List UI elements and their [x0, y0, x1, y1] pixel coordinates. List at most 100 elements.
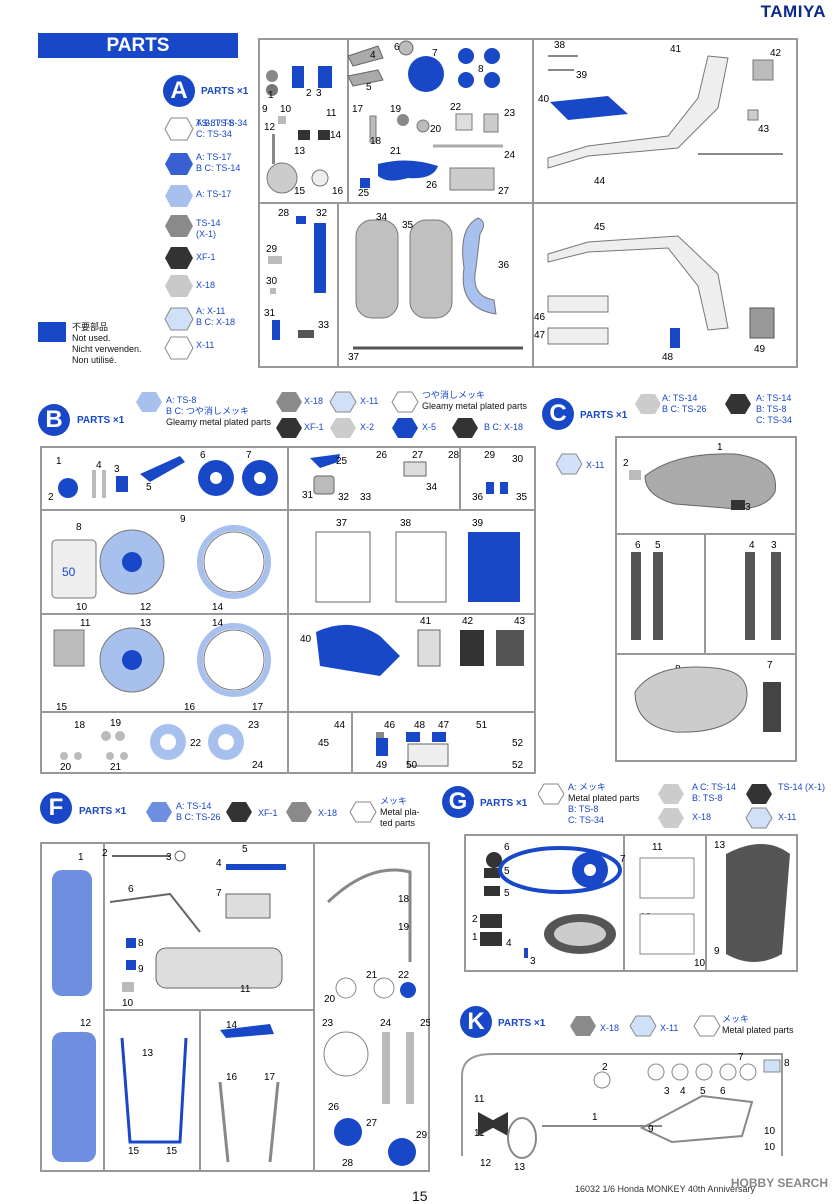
svg-text:7: 7 [767, 660, 773, 671]
svg-text:29: 29 [416, 1130, 428, 1141]
svg-text:3: 3 [316, 88, 322, 99]
svg-text:4: 4 [680, 1086, 686, 1097]
legend-g-0-c: B: TS-8 [568, 804, 599, 814]
svg-text:3: 3 [664, 1086, 670, 1097]
legend-b-0-a: A: TS-8 [166, 395, 197, 405]
legend-c-0-a: A: TS-14 [662, 393, 698, 403]
svg-text:18: 18 [370, 136, 382, 147]
svg-text:17: 17 [352, 104, 364, 115]
svg-text:23: 23 [248, 720, 260, 731]
svg-text:24: 24 [504, 150, 516, 161]
svg-text:21: 21 [366, 970, 378, 981]
svg-text:6: 6 [635, 540, 641, 551]
legend-a-row-5: X-18 [196, 280, 216, 290]
svg-text:10: 10 [694, 958, 706, 969]
brand-logo: TAMIYA [760, 2, 826, 21]
svg-text:36: 36 [472, 492, 484, 503]
svg-text:27: 27 [366, 1118, 378, 1129]
legend-a-row-4: XF-1 [196, 252, 216, 262]
section-letter-b: B [38, 404, 70, 436]
svg-text:5: 5 [504, 888, 510, 899]
legend-f-0-b: B C: TS-26 [176, 812, 221, 822]
svg-text:2: 2 [102, 848, 108, 859]
svg-text:12: 12 [264, 122, 276, 133]
legend-a-row-7: X-11 [196, 340, 215, 350]
legend-f-2: X-18 [318, 808, 338, 818]
svg-text:3: 3 [771, 540, 777, 551]
svg-text:38: 38 [554, 40, 566, 51]
legend-b-0-c: Gleamy metal plated parts [166, 417, 272, 427]
svg-text:1: 1 [592, 1112, 598, 1123]
svg-text:9: 9 [714, 946, 720, 957]
svg-text:17: 17 [264, 1072, 276, 1083]
svg-text:11: 11 [652, 842, 663, 853]
svg-text:19: 19 [390, 104, 402, 115]
svg-text:22: 22 [190, 738, 202, 749]
legend-b-5: XF-1 [304, 422, 324, 432]
svg-text:15: 15 [128, 1146, 140, 1157]
section-letter-g: G [442, 786, 474, 818]
sprue-g: 6 55 7 21 3 4 11 12 109 13 [464, 834, 798, 972]
section-letter-f: F [40, 792, 72, 824]
svg-text:52: 52 [512, 760, 524, 771]
svg-text:34: 34 [426, 482, 438, 493]
svg-text:43: 43 [514, 616, 526, 627]
svg-text:46: 46 [384, 720, 396, 731]
section-a-title: PARTS ×1 [201, 86, 249, 97]
svg-text:36: 36 [498, 260, 510, 271]
page-number: 15 [412, 1188, 428, 1204]
legend-b-0-b: B C: つや消しメッキ [166, 406, 250, 416]
svg-text:23: 23 [322, 1018, 334, 1029]
svg-text:35: 35 [516, 492, 528, 503]
legend-f-1: XF-1 [258, 808, 278, 818]
section-k-title: PARTS ×1 [498, 1018, 546, 1029]
svg-text:48: 48 [662, 352, 674, 363]
section-letter-k: K [460, 1006, 492, 1038]
svg-text:44: 44 [334, 720, 346, 731]
svg-text:47: 47 [534, 330, 546, 341]
svg-text:45: 45 [594, 222, 606, 233]
svg-text:42: 42 [770, 48, 782, 59]
svg-text:14: 14 [212, 602, 224, 613]
svg-text:49: 49 [754, 344, 766, 355]
svg-text:7: 7 [620, 854, 626, 865]
svg-text:43: 43 [758, 124, 770, 135]
unused-swatch [38, 322, 66, 342]
svg-text:12: 12 [80, 1018, 92, 1029]
svg-text:5: 5 [366, 82, 372, 93]
legend-f-0: A: TS-14 B C: TS-26 [176, 801, 220, 823]
svg-text:14: 14 [330, 130, 342, 141]
svg-text:26: 26 [328, 1102, 340, 1113]
svg-text:25: 25 [420, 1018, 430, 1029]
legend-g-swatches [538, 783, 773, 829]
svg-text:29: 29 [484, 450, 496, 461]
legend-c-1-b: B: TS-8 [756, 404, 787, 414]
svg-text:46: 46 [534, 312, 546, 323]
svg-text:14: 14 [226, 1020, 238, 1031]
svg-text:19: 19 [398, 922, 410, 933]
svg-text:20: 20 [324, 994, 336, 1005]
legend-g-0-a: A: メッキ [568, 782, 607, 792]
legend-c-0: A: TS-14 B C: TS-26 [662, 393, 706, 415]
legend-b-swatches [136, 391, 478, 438]
svg-text:22: 22 [398, 970, 410, 981]
svg-text:37: 37 [348, 352, 360, 363]
section-c-title: PARTS ×1 [580, 410, 628, 421]
legend-c-x11-swatch [556, 453, 583, 475]
svg-text:16: 16 [184, 702, 196, 713]
svg-text:39: 39 [472, 518, 484, 529]
svg-text:48: 48 [414, 720, 426, 731]
legend-f-swatches [146, 801, 377, 823]
legend-a-row-3: TS-14(X-1) [196, 218, 221, 239]
legend-c-1-a: A: TS-14 [756, 393, 792, 403]
svg-text:15: 15 [294, 186, 306, 197]
svg-text:5: 5 [504, 866, 510, 877]
legend-b-2: X-11 [360, 396, 379, 406]
svg-text:2: 2 [623, 458, 629, 469]
svg-text:12: 12 [140, 602, 152, 613]
svg-text:10: 10 [280, 104, 292, 115]
legend-g-4: X-11 [778, 812, 797, 822]
